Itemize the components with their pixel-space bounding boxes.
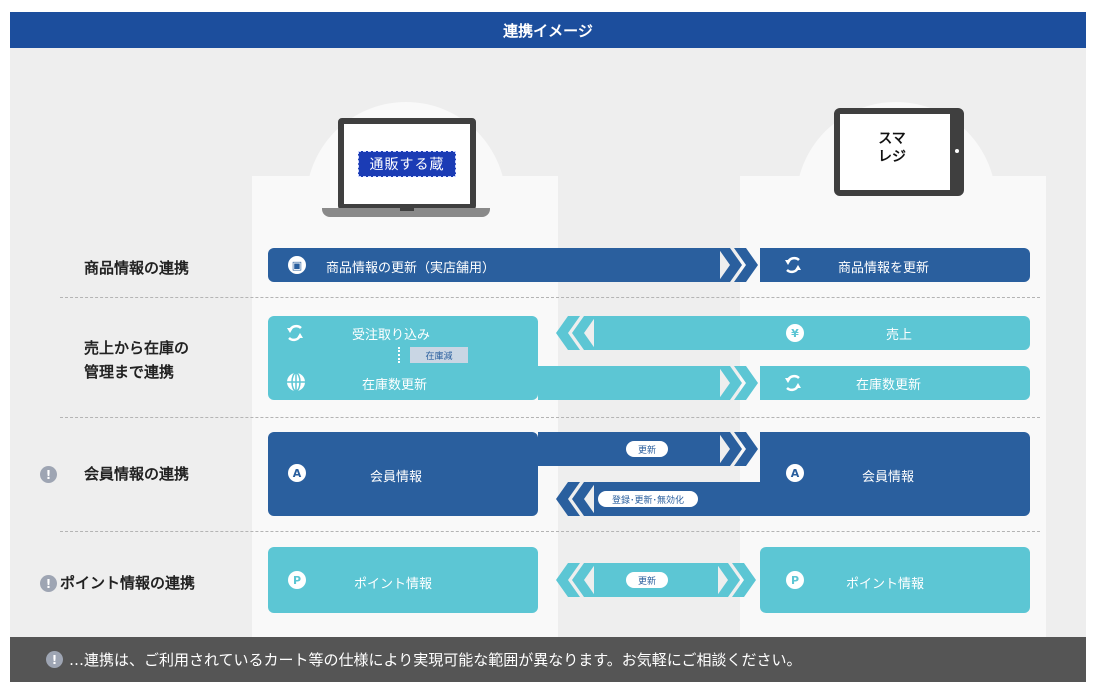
member-left-text: 会員情報 — [370, 470, 423, 485]
member-update-pill: 更新 — [626, 441, 668, 457]
point-update-pill: 更新 — [626, 572, 668, 588]
header-title: 連携イメージ — [503, 21, 593, 40]
point-arrow-right-1 — [716, 563, 740, 597]
document-icon: ▣ — [288, 256, 306, 274]
member-register-pill: 登録･更新･無効化 — [598, 491, 698, 507]
laptop-logo: 通販する蔵 — [358, 151, 456, 177]
row-divider — [60, 297, 1040, 298]
sales-bar — [594, 316, 1030, 350]
header-bar: 連携イメージ — [10, 12, 1086, 48]
tablet-label-line2: レジ — [878, 149, 906, 165]
sales-arrow-right — [572, 316, 596, 350]
row-label-sales-line2: 管理まで連携 — [84, 363, 175, 381]
row-label-sales-line1: 売上から在庫の — [84, 339, 190, 357]
exclamation-icon: ! — [46, 651, 63, 668]
laptop-base — [322, 208, 490, 217]
inventory-right-text: 在庫数更新 — [856, 378, 922, 393]
member-right-block — [760, 432, 1030, 516]
product-arrow-left — [718, 248, 742, 282]
globe-icon — [287, 372, 305, 392]
tablet-button — [955, 149, 959, 153]
tablet-label-line1: スマ — [878, 131, 906, 147]
yen-icon: ¥ — [786, 324, 804, 342]
member-right-text: 会員情報 — [862, 470, 915, 485]
point-left-text: ポイント情報 — [354, 577, 433, 592]
member-arrow-left — [718, 432, 742, 466]
product-arrow-right — [734, 248, 758, 282]
row-divider — [60, 531, 1040, 532]
inventory-arrow-right — [734, 366, 758, 400]
row-label-member: 会員情報の連携 — [84, 465, 190, 483]
inventory-right-bar — [760, 366, 1030, 400]
exclamation-icon: ! — [40, 575, 57, 592]
dotted-connector — [398, 347, 401, 363]
product-right-text: 商品情報を更新 — [838, 261, 930, 276]
member-left-block — [268, 432, 538, 516]
refresh-icon — [785, 374, 801, 392]
row-label-sales: 売上から在庫の 管理まで連携 — [84, 336, 189, 384]
product-right-bar — [760, 248, 1030, 282]
point-icon: P — [288, 571, 306, 589]
product-left-bar — [268, 248, 720, 282]
sales-text: 売上 — [886, 328, 913, 343]
row-divider — [60, 417, 1040, 418]
point-right-block — [760, 547, 1030, 613]
sales-arrow-left — [556, 316, 580, 350]
point-arrow-left-1 — [556, 563, 580, 597]
refresh-icon — [785, 256, 801, 274]
laptop-notch — [400, 208, 414, 211]
inventory-left-bar — [538, 366, 720, 400]
point-icon: P — [786, 571, 804, 589]
product-left-text: 商品情報の更新（実店舗用） — [326, 261, 496, 276]
point-arrow-left-2 — [572, 563, 596, 597]
row-label-product: 商品情報の連携 — [84, 259, 190, 277]
person-icon: A — [786, 464, 804, 482]
member-arrow-right — [734, 432, 758, 466]
person-icon: A — [288, 464, 306, 482]
refresh-icon — [287, 324, 303, 342]
stock-decrease-tag: 在庫減 — [410, 347, 468, 363]
point-left-block — [268, 547, 538, 613]
footer-note-text: …連携は、ご利用されているカート等の仕様により実現可能な範囲が異なります。お気軽… — [69, 651, 802, 669]
sales-left-block — [268, 316, 538, 400]
row-label-point: ポイント情報の連携 — [60, 574, 196, 592]
member-return-arrow-left — [556, 482, 580, 516]
footer-note-bar: ! …連携は、ご利用されているカート等の仕様により実現可能な範囲が異なります。お… — [10, 637, 1086, 682]
point-arrow-right-2 — [732, 563, 756, 597]
inventory-left-text: 在庫数更新 — [362, 378, 428, 393]
order-import-text: 受注取り込み — [352, 328, 431, 343]
tablet-label: スマ レジ — [868, 130, 916, 176]
member-return-arrow-right — [572, 482, 596, 516]
point-right-text: ポイント情報 — [846, 577, 925, 592]
exclamation-icon: ! — [40, 466, 57, 483]
inventory-arrow-left — [718, 366, 742, 400]
